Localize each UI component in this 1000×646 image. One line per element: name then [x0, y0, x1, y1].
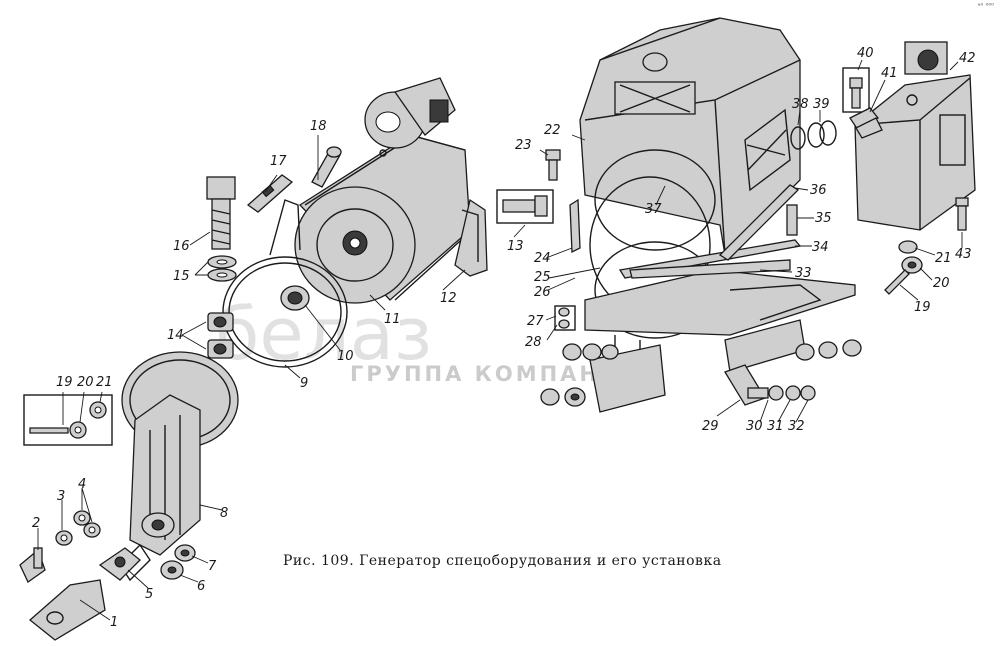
label-42: 42 — [959, 51, 976, 66]
label-23: 23 — [515, 138, 532, 153]
label-31: 31 — [767, 419, 784, 434]
label-29: 29 — [702, 419, 719, 434]
label-5: 5 — [145, 587, 153, 602]
washers-27-28 — [554, 305, 576, 331]
label-1: 1 — [110, 615, 118, 630]
nut-row-left — [540, 343, 619, 407]
label-27: 27 — [527, 314, 544, 329]
label-12: 12 — [440, 291, 457, 306]
label-39: 39 — [813, 97, 830, 112]
junction-box — [854, 41, 976, 231]
label-20-right: 20 — [933, 276, 950, 291]
drive-housing — [119, 351, 239, 582]
bracket — [454, 198, 488, 277]
label-8: 8 — [220, 506, 228, 521]
label-2: 2 — [32, 516, 40, 531]
nuts-14 — [207, 312, 234, 359]
label-28: 28 — [525, 335, 542, 350]
label-16: 16 — [173, 239, 190, 254]
coupling — [280, 285, 310, 311]
label-34: 34 — [812, 240, 829, 255]
label-18: 18 — [310, 119, 327, 134]
label-6: 6 — [197, 579, 205, 594]
clamp-strip — [246, 174, 294, 213]
generator-body — [294, 77, 471, 304]
watermark-logo: белаз — [215, 292, 433, 376]
label-4: 4 — [78, 477, 86, 492]
part-labels: 1 2 3 4 5 6 7 8 9 10 11 12 13 14 15 16 1… — [32, 46, 976, 630]
label-13: 13 — [507, 239, 524, 254]
label-20-left: 20 — [77, 375, 94, 390]
watermark-text: ГРУППА КОМПАНИЙ — [350, 362, 642, 386]
corner-mark: ᵃ⁰ ⁰⁰⁰ — [977, 2, 994, 10]
label-21-left: 21 — [96, 375, 113, 390]
label-9: 9 — [300, 376, 308, 391]
label-14: 14 — [167, 328, 184, 343]
label-19-left: 19 — [56, 375, 73, 390]
label-10: 10 — [337, 349, 354, 364]
strips — [569, 184, 802, 279]
label-7: 7 — [208, 559, 217, 574]
label-33: 33 — [795, 266, 812, 281]
clips-41 — [849, 107, 883, 139]
label-38: 38 — [792, 97, 809, 112]
figure-caption: Рис. 109. Генератор спецоборудования и е… — [283, 553, 722, 569]
bolt-43 — [955, 197, 969, 231]
nut-row-right — [747, 339, 862, 401]
label-37: 37 — [645, 202, 662, 217]
label-25: 25 — [534, 270, 551, 285]
coupling-5 — [98, 547, 141, 581]
inset-box-left — [23, 394, 113, 446]
label-32: 32 — [788, 419, 805, 434]
bolt-18 — [311, 146, 342, 188]
label-22: 22 — [544, 123, 561, 138]
small-parts-right — [884, 240, 923, 295]
washers-15 — [207, 255, 237, 282]
label-43: 43 — [955, 247, 972, 262]
leader-lines — [37, 59, 963, 621]
hood-casing — [579, 17, 801, 257]
bolt-40 — [842, 67, 870, 113]
label-41: 41 — [881, 66, 898, 81]
label-17: 17 — [270, 154, 287, 169]
label-26: 26 — [534, 285, 551, 300]
flange-ring — [222, 256, 348, 368]
label-36: 36 — [810, 183, 827, 198]
label-11: 11 — [384, 312, 401, 327]
label-40: 40 — [857, 46, 874, 61]
bolt-13 — [496, 189, 554, 224]
shoe-1 — [28, 579, 106, 641]
washers-38-39 — [790, 120, 837, 150]
label-21-right: 21 — [935, 251, 952, 266]
label-30: 30 — [746, 419, 763, 434]
label-19-right: 19 — [914, 300, 931, 315]
nuts-6-7 — [160, 544, 196, 580]
small-parts-left — [19, 510, 101, 583]
label-15: 15 — [173, 269, 190, 284]
label-3: 3 — [57, 489, 65, 504]
label-35: 35 — [815, 211, 832, 226]
label-24: 24 — [534, 251, 551, 266]
bolt-16 — [206, 176, 236, 250]
bolt-23 — [545, 149, 561, 181]
